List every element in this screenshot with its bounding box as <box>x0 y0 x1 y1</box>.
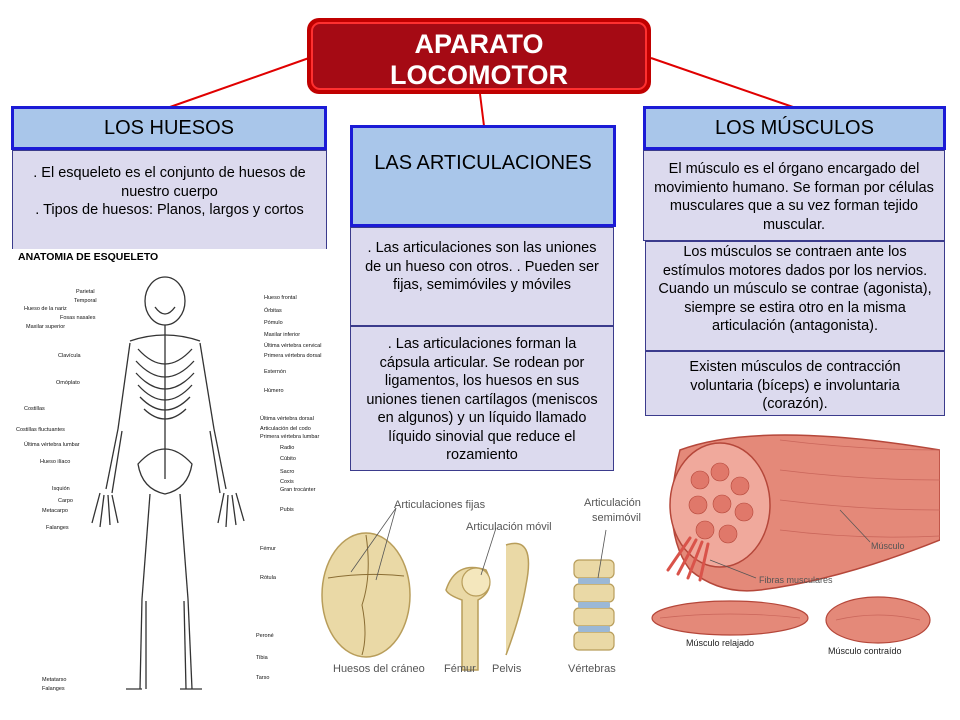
skeleton-label-right-11: Radio <box>280 445 295 451</box>
muscle-label-fibras: Fibras musculares <box>759 575 833 585</box>
skeleton-label-left-12: Carpo <box>58 498 73 504</box>
skeleton-label-right-15: Gran trocánter <box>280 487 316 493</box>
musculos-box-3-text: Existen músculos de contracción voluntar… <box>689 359 901 412</box>
articulaciones-box-1: . Las articulaciones son las uniones de … <box>350 227 614 326</box>
skeleton-label-left-13: Metacarpo <box>42 508 68 514</box>
skeleton-label-right-19: Peroné <box>256 633 274 639</box>
articulaciones-box-2-text: . Las articulaciones forman la cápsula a… <box>366 336 598 463</box>
skeleton-label-right-20: Tibia <box>256 655 268 661</box>
joints-label-semimovil-1: Articulación <box>584 497 641 509</box>
skeleton-label-left-8: Costillas fluctuantes <box>16 427 65 433</box>
skeleton-label-left-16: Falanges <box>42 686 65 692</box>
skeleton-title: ANATOMIA DE ESQUELETO <box>18 251 159 263</box>
huesos-body-line-2: . Tipos de huesos: Planos, largos y cort… <box>35 202 304 218</box>
skeleton-label-right-7: Húmero <box>264 388 284 394</box>
joints-label-semimovil-2: semimóvil <box>592 512 641 524</box>
joints-figure: Articulaciones fijas Articulación móvil … <box>316 490 641 690</box>
muscle-label-contraido: Músculo contraído <box>828 646 902 656</box>
articulaciones-header: LAS ARTICULACIONES <box>350 125 616 227</box>
articulaciones-header-text: LAS ARTICULACIONES <box>374 152 592 174</box>
musculos-box-1: El músculo es el órgano encargado del mo… <box>643 150 945 241</box>
musculos-box-3: Existen músculos de contracción voluntar… <box>645 351 945 416</box>
skeleton-label-right-3: Maxilar inferior <box>264 332 301 338</box>
huesos-header: LOS HUESOS <box>11 106 327 150</box>
muscle-drawing <box>651 434 940 644</box>
skeleton-label-left-5: Clavícula <box>58 353 81 359</box>
skeleton-label-right-9: Articulación del codo <box>260 426 311 432</box>
skeleton-label-right-16: Pubis <box>280 507 294 513</box>
skeleton-label-right-12: Cúbito <box>280 456 296 462</box>
skeleton-label-right-1: Órbitas <box>264 308 282 314</box>
huesos-header-text: LOS HUESOS <box>103 117 235 139</box>
huesos-body: . El esqueleto es el conjunto de huesos … <box>12 150 327 250</box>
skeleton-label-left-15: Metatarso <box>42 677 67 683</box>
skeleton-label-left-7: Costillas <box>24 406 45 412</box>
muscle-label-musculo: Músculo <box>871 541 905 551</box>
musculos-box-1-text: El músculo es el órgano encargado del mo… <box>654 161 934 233</box>
musculos-header-text: LOS MÚSCULOS <box>715 117 874 139</box>
joints-label-fijas: Articulaciones fijas <box>394 499 486 511</box>
musculos-box-2-text: Los músculos se contraen ante los estímu… <box>658 244 932 334</box>
skeleton-label-right-17: Fémur <box>260 546 276 552</box>
title-box: APARATO LOCOMOTOR <box>307 18 651 94</box>
skeleton-label-right-8: Última vértebra dorsal <box>260 416 314 422</box>
joints-label-femur: Fémur <box>444 663 476 675</box>
skeleton-label-left-0: Parietal <box>76 289 95 295</box>
skeleton-label-right-0: Hueso frontal <box>264 295 297 301</box>
joints-label-vertebras: Vértebras <box>568 663 616 675</box>
skeleton-drawing <box>91 276 245 690</box>
skeleton-label-right-4: Última vértebra cervical <box>264 343 322 349</box>
musculos-box-2: Los músculos se contraen ante los estímu… <box>645 241 945 351</box>
skeleton-label-left-14: Falanges <box>46 525 69 531</box>
skeleton-label-right-6: Esternón <box>264 369 287 375</box>
skeleton-label-right-21: Tarso <box>256 675 270 681</box>
skeleton-label-right-18: Rótula <box>260 575 276 581</box>
skeleton-label-right-13: Sacro <box>280 469 295 475</box>
joints-label-movil: Articulación móvil <box>466 521 552 533</box>
skeleton-label-left-6: Omóplato <box>56 380 80 386</box>
musculos-header: LOS MÚSCULOS <box>643 106 946 150</box>
articulaciones-box-1-text: . Las articulaciones son las uniones de … <box>365 240 599 293</box>
skeleton-label-right-14: Coxis <box>280 479 294 485</box>
skeleton-figure: ANATOMIA DE ESQUELETO Parietal Temporal … <box>10 249 345 699</box>
skeleton-label-left-3: Fosas nasales <box>60 315 96 321</box>
page-title: APARATO LOCOMOTOR <box>311 22 647 90</box>
skeleton-label-right-2: Pómulo <box>264 320 283 326</box>
title-line-1: APARATO <box>414 29 544 59</box>
muscle-label-relajado: Músculo relajado <box>686 638 755 648</box>
joints-drawing <box>321 507 615 671</box>
joints-label-pelvis: Pelvis <box>492 663 522 675</box>
skeleton-label-left-11: Isquión <box>52 486 70 492</box>
skeleton-label-left-4: Maxilar superior <box>26 324 66 330</box>
muscle-figure: Músculo Fibras musculares Músculo relaja… <box>650 420 940 670</box>
huesos-body-line-1: . El esqueleto es el conjunto de huesos … <box>33 165 306 200</box>
title-line-2: LOCOMOTOR <box>390 60 568 90</box>
skeleton-label-left-2: Hueso de la nariz <box>24 306 67 312</box>
articulaciones-box-2: . Las articulaciones forman la cápsula a… <box>350 326 614 471</box>
skeleton-label-right-10: Primera vértebra lumbar <box>260 434 320 440</box>
skeleton-label-left-9: Última vértebra lumbar <box>24 442 80 448</box>
skeleton-label-left-1: Temporal <box>74 298 97 304</box>
skeleton-label-left-10: Hueso ilíaco <box>40 459 71 465</box>
joints-label-craneo: Huesos del cráneo <box>333 663 425 675</box>
skeleton-label-right-5: Primera vértebra dorsal <box>264 353 322 359</box>
